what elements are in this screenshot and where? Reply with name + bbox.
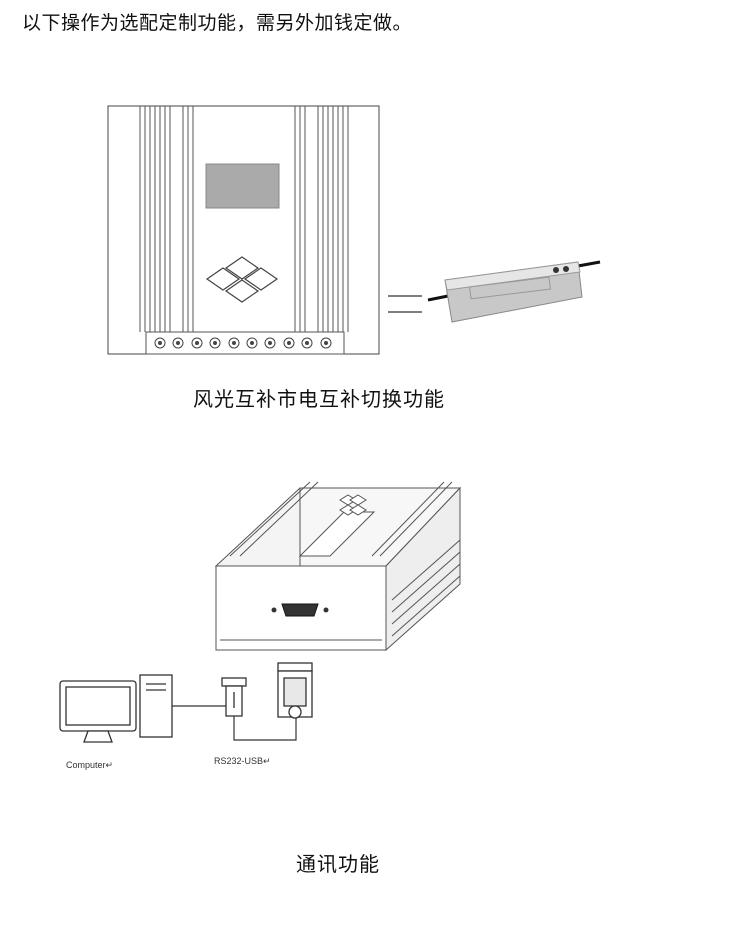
connection-lines	[388, 295, 422, 313]
cables	[172, 705, 297, 741]
button-diamonds	[205, 256, 279, 303]
controller-isometric-view	[214, 481, 462, 652]
controller-front-view	[107, 105, 380, 355]
section-caption-communication: 通讯功能	[296, 852, 380, 876]
lcd-display	[205, 163, 280, 209]
computer-tower	[139, 674, 173, 738]
usb-connector	[221, 677, 247, 717]
power-supply-unit	[427, 260, 601, 323]
notice-text: 以下操作为选配定制功能，需另外加钱定做。	[22, 12, 413, 34]
db9-port	[271, 603, 329, 617]
computer-label: Computer↵	[66, 760, 114, 770]
rs232-connector	[277, 662, 313, 719]
adapter-label: RS232-USB↵	[214, 756, 271, 766]
terminal-screws	[154, 337, 332, 349]
section-caption-switching: 风光互补市电互补切换功能	[193, 387, 445, 411]
computer-monitor	[59, 680, 137, 743]
